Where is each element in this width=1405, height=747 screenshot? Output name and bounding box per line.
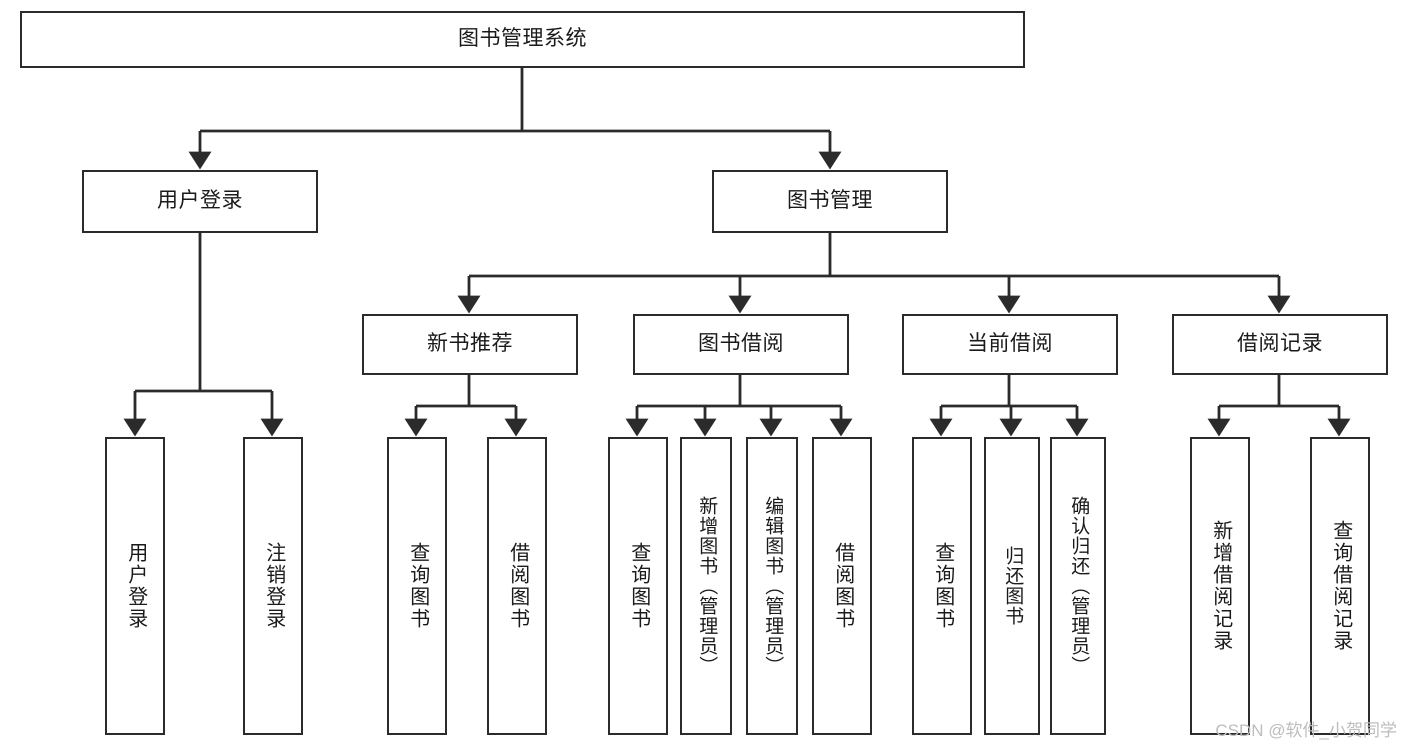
node-leaf-user-logout-label: 注销登录 bbox=[262, 542, 285, 630]
node-book-manage-label: 图书管理 bbox=[787, 189, 873, 213]
node-leaf-borrow-book-1[interactable]: 借阅图书 bbox=[487, 437, 547, 735]
node-leaf-query-record-label: 查询借阅记录 bbox=[1329, 520, 1352, 652]
node-borrow-record[interactable]: 借阅记录 bbox=[1172, 314, 1388, 375]
node-leaf-query-book-1[interactable]: 查询图书 bbox=[387, 437, 447, 735]
node-leaf-query-book-2-label: 查询图书 bbox=[627, 542, 650, 630]
node-leaf-add-book[interactable]: 新增图书（管理员） bbox=[680, 437, 732, 735]
node-current-borrow-label: 当前借阅 bbox=[967, 332, 1053, 356]
node-leaf-confirm-return-label: 确认归还（管理员） bbox=[1068, 496, 1090, 676]
node-leaf-query-book-1-label: 查询图书 bbox=[406, 542, 429, 630]
node-leaf-query-book-3-label: 查询图书 bbox=[931, 542, 954, 630]
node-user-login-label: 用户登录 bbox=[157, 189, 243, 213]
node-new-book-rec-label: 新书推荐 bbox=[427, 332, 513, 356]
node-leaf-user-login-label: 用户登录 bbox=[124, 542, 147, 630]
node-leaf-borrow-book-2-label: 借阅图书 bbox=[831, 542, 854, 630]
node-book-manage[interactable]: 图书管理 bbox=[712, 170, 948, 233]
node-borrow-record-label: 借阅记录 bbox=[1237, 332, 1323, 356]
node-user-login[interactable]: 用户登录 bbox=[82, 170, 318, 233]
node-leaf-edit-book[interactable]: 编辑图书（管理员） bbox=[746, 437, 798, 735]
node-leaf-edit-book-label: 编辑图书（管理员） bbox=[762, 496, 784, 676]
node-leaf-return-book-label: 归还图书 bbox=[1002, 546, 1024, 626]
node-root-label: 图书管理系统 bbox=[458, 27, 587, 51]
node-book-borrow[interactable]: 图书借阅 bbox=[633, 314, 849, 375]
node-leaf-add-record[interactable]: 新增借阅记录 bbox=[1190, 437, 1250, 735]
node-leaf-query-book-3[interactable]: 查询图书 bbox=[912, 437, 972, 735]
node-leaf-add-book-label: 新增图书（管理员） bbox=[696, 496, 718, 676]
node-book-borrow-label: 图书借阅 bbox=[698, 332, 784, 356]
node-current-borrow[interactable]: 当前借阅 bbox=[902, 314, 1118, 375]
node-leaf-return-book[interactable]: 归还图书 bbox=[984, 437, 1040, 735]
node-leaf-user-logout[interactable]: 注销登录 bbox=[243, 437, 303, 735]
node-leaf-borrow-book-2[interactable]: 借阅图书 bbox=[812, 437, 872, 735]
node-root[interactable]: 图书管理系统 bbox=[20, 11, 1025, 68]
node-leaf-add-record-label: 新增借阅记录 bbox=[1209, 520, 1232, 652]
watermark: CSDN @软件_小贺同学 bbox=[1215, 721, 1397, 740]
node-leaf-user-login[interactable]: 用户登录 bbox=[105, 437, 165, 735]
node-leaf-confirm-return[interactable]: 确认归还（管理员） bbox=[1050, 437, 1106, 735]
node-new-book-rec[interactable]: 新书推荐 bbox=[362, 314, 578, 375]
node-leaf-query-record[interactable]: 查询借阅记录 bbox=[1310, 437, 1370, 735]
node-leaf-query-book-2[interactable]: 查询图书 bbox=[608, 437, 668, 735]
node-leaf-borrow-book-1-label: 借阅图书 bbox=[506, 542, 529, 630]
